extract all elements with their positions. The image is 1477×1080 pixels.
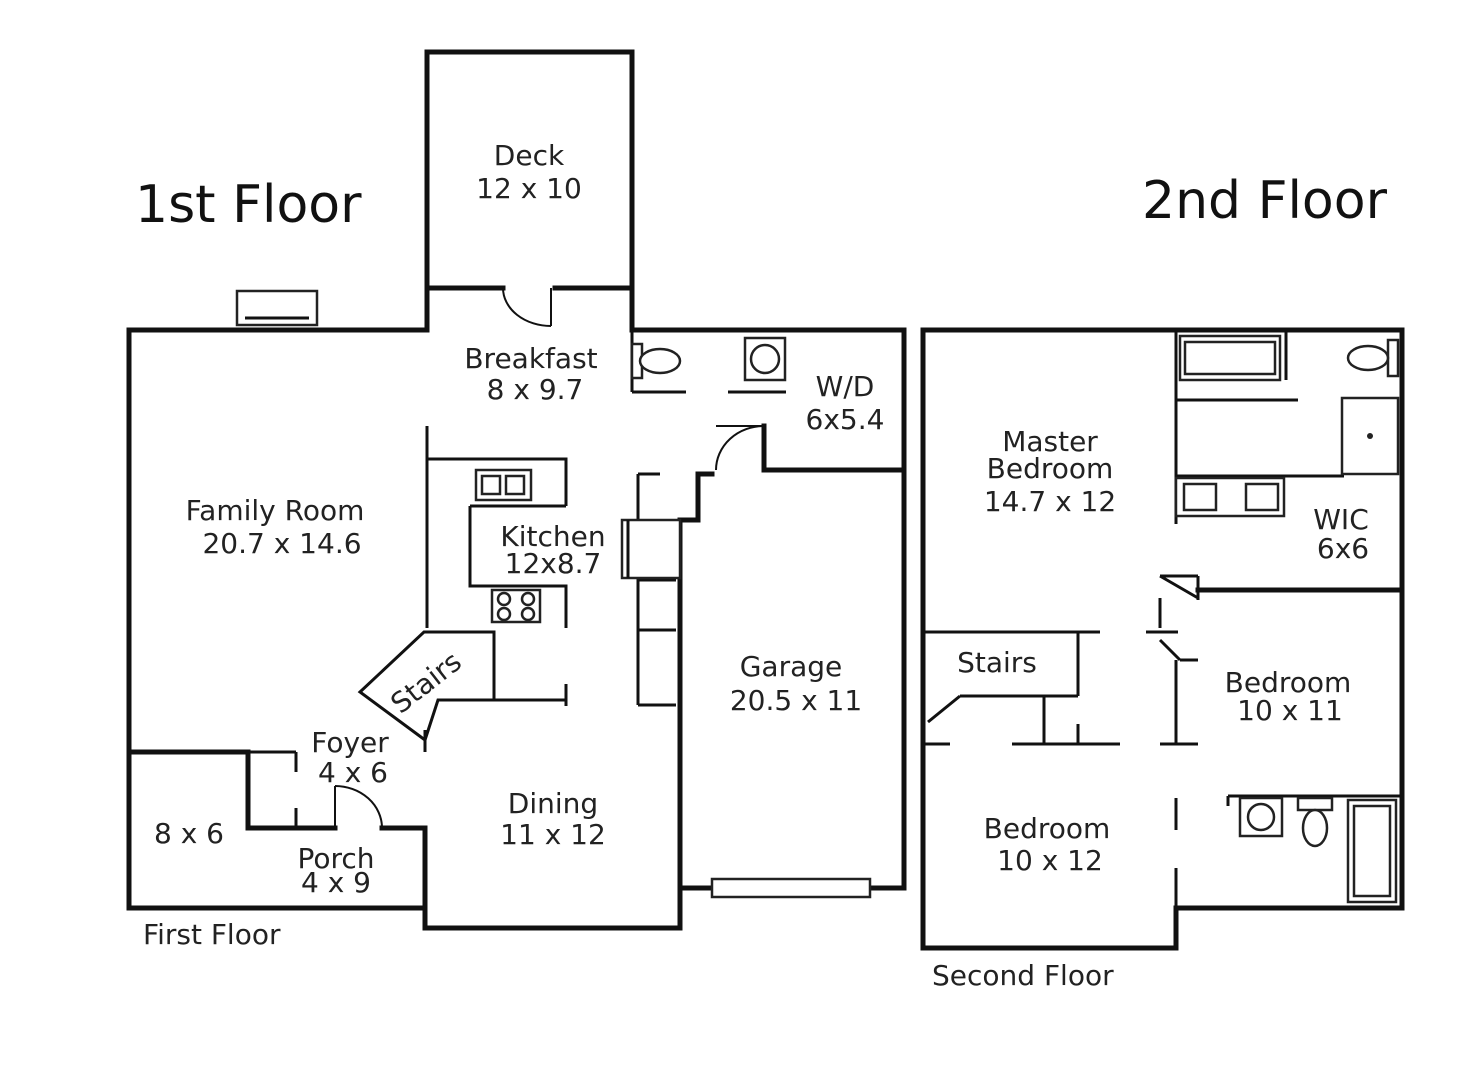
kitchen-label: Kitchen [500, 520, 605, 553]
foyer-label: Foyer [311, 726, 389, 759]
bedroom-left-size: 10 x 12 [997, 844, 1103, 877]
family-room-size: 20.7 x 14.6 [202, 527, 361, 560]
dining-label: Dining [508, 787, 598, 820]
deck-walls [424, 49, 635, 291]
front-door [334, 785, 383, 829]
second-floor-stairs-label: Stairs [957, 646, 1037, 679]
master-bedroom-size: 14.7 x 12 [984, 485, 1116, 518]
first-floor-plan [126, 49, 907, 931]
second-floor-caption: Second Floor [932, 959, 1114, 992]
foyer-size: 4 x 6 [318, 756, 388, 789]
master-toilet-icon [1346, 344, 1390, 372]
family-room-label: Family Room [186, 494, 365, 527]
wic-size: 6x6 [1317, 532, 1369, 565]
second-floor-plan [920, 327, 1405, 951]
side-room-size: 8 x 6 [154, 817, 224, 850]
kitchen-size: 12x8.7 [505, 547, 602, 580]
fireplace [235, 289, 319, 327]
garage-size: 20.5 x 11 [730, 684, 862, 717]
porch-size: 4 x 9 [301, 866, 371, 899]
fridge-icon [620, 518, 682, 580]
bedroom-right-label: Bedroom [1225, 666, 1352, 699]
master-bedroom-label-line2: Bedroom [987, 452, 1114, 485]
bedroom-right-size: 10 x 11 [1237, 694, 1343, 727]
garage-door [710, 877, 872, 899]
wd-size: 6x5.4 [806, 403, 885, 436]
toilet-icon [638, 347, 682, 375]
laundry-door [715, 425, 765, 471]
hall-toilet-icon [1301, 808, 1329, 848]
wd-label: W/D [816, 370, 875, 403]
deck-label: Deck [494, 139, 565, 172]
deck-size: 12 x 10 [476, 172, 582, 205]
first-floor-caption: First Floor [143, 918, 281, 951]
breakfast-size: 8 x 9.7 [487, 373, 584, 406]
dining-size: 11 x 12 [500, 818, 606, 851]
porch-label: Porch [297, 842, 374, 875]
bedroom-left-label: Bedroom [984, 812, 1111, 845]
breakfast-label: Breakfast [464, 342, 597, 375]
first-floor-heading: 1st Floor [135, 175, 362, 235]
garage-label: Garage [740, 650, 843, 683]
master-bedroom-label-line1: Master [1002, 425, 1098, 458]
second-floor-heading: 2nd Floor [1142, 171, 1388, 231]
wic-label: WIC [1313, 503, 1369, 536]
